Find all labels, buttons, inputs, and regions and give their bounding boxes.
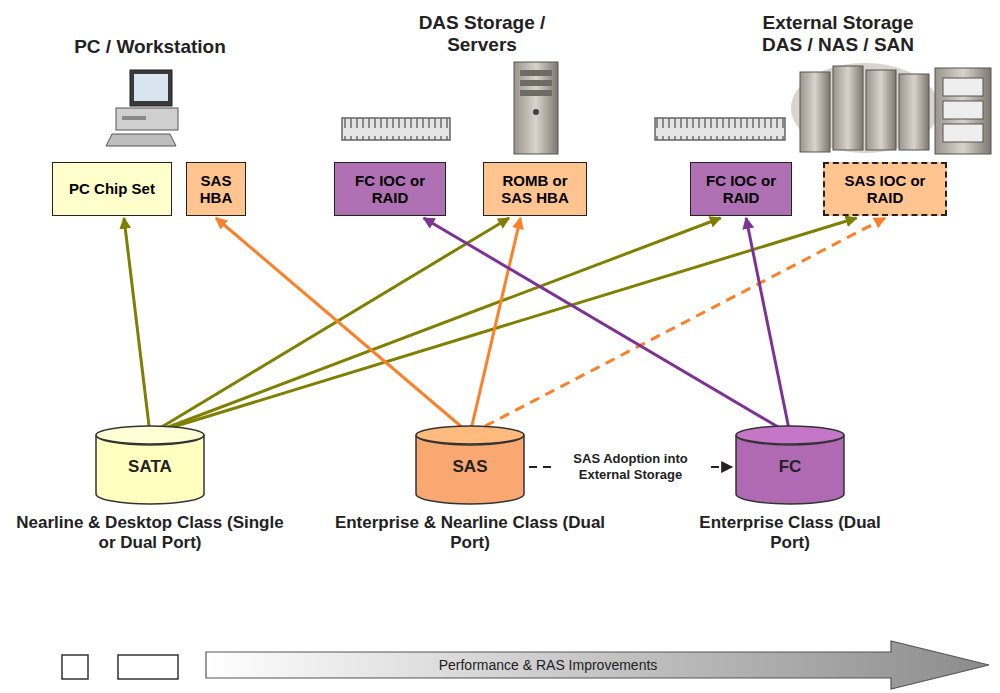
disk-caption: Enterprise & Nearline Class (Dual Port) [325,513,615,554]
rack-unit [342,118,450,140]
controller-box: FC IOC or RAID [334,162,446,216]
server-cluster [791,63,939,153]
legend-square [118,655,178,679]
legend-square [62,655,88,679]
disk-cylinder: SATANearline & Desktop Class (Single or … [95,425,205,505]
edge-label: SAS Adoption into External Storage [553,450,709,483]
storage-cabinet [943,101,983,119]
storage-cabinet [935,68,991,154]
disk-cylinder: SASEnterprise & Nearline Class (Dual Por… [415,425,525,505]
server-cluster [833,66,863,150]
cylinder-body [736,435,844,504]
progress-arrow: Performance & RAS Improvements [205,640,991,690]
disk-caption: Enterprise Class (Dual Port) [695,513,885,554]
tower-server [520,80,552,86]
pc-icon [106,70,178,146]
disk-label: SATA [95,457,205,477]
tower-server [520,70,552,76]
cylinder-top [736,426,844,444]
controller-box: SAS IOC or RAID [823,162,947,216]
connector-arrow [150,218,509,434]
box-label: ROMB or SAS HBA [490,172,580,207]
tower-server [533,109,539,115]
box-label: SAS IOC or RAID [831,172,939,207]
pc-icon [122,116,146,120]
server-cluster [866,70,896,150]
arrow-shape [206,641,989,689]
rack-unit [655,118,785,140]
box-label: FC IOC or RAID [697,172,785,207]
pc-icon [130,70,172,106]
hba-box: SAS HBA [186,162,246,216]
server-cluster [800,72,830,152]
disk-caption: Nearline & Desktop Class (Single or Dual… [15,513,285,554]
pc-icon [116,108,178,130]
box-label: SAS HBA [193,172,239,207]
cylinder-body [96,435,204,504]
pc-icon [106,134,176,146]
storage-cabinet [935,68,991,154]
connector-arrow [746,218,790,434]
rack-unit [655,118,785,140]
box-label: PC Chip Set [69,180,155,197]
section-heading: DAS Storage / Servers [407,12,557,56]
cylinder-top [416,426,524,444]
tower-server [514,62,558,154]
connector-arrow [424,218,790,434]
storage-cabinet [943,78,983,96]
server-cluster [899,74,929,150]
connector-arrow [216,218,470,434]
connector-arrow [150,218,856,434]
rack-unit [342,118,450,140]
storage-cabinet [943,124,983,142]
server-cluster [791,63,939,153]
box-label: FC IOC or RAID [341,172,439,207]
connector-arrow [124,218,150,434]
tower-server [520,90,552,96]
chipset-box: PC Chip Set [52,162,172,216]
legend-square [62,655,178,679]
cylinder-body [416,435,524,504]
section-heading: External Storage DAS / NAS / SAN [743,12,933,56]
cylinder-top [96,426,204,444]
tower-server [514,62,558,154]
disk-label: FC [735,457,845,477]
section-heading: PC / Workstation [40,36,260,58]
arrow-label: Performance & RAS Improvements [205,652,891,678]
disk-label: SAS [415,457,525,477]
pc-icon [134,74,168,101]
connector-arrow [150,218,721,434]
connector-arrow [470,218,885,434]
controller-box: FC IOC or RAID [690,162,792,216]
disk-cylinder: FCEnterprise Class (Dual Port) [735,425,845,505]
controller-box: ROMB or SAS HBA [483,162,587,216]
